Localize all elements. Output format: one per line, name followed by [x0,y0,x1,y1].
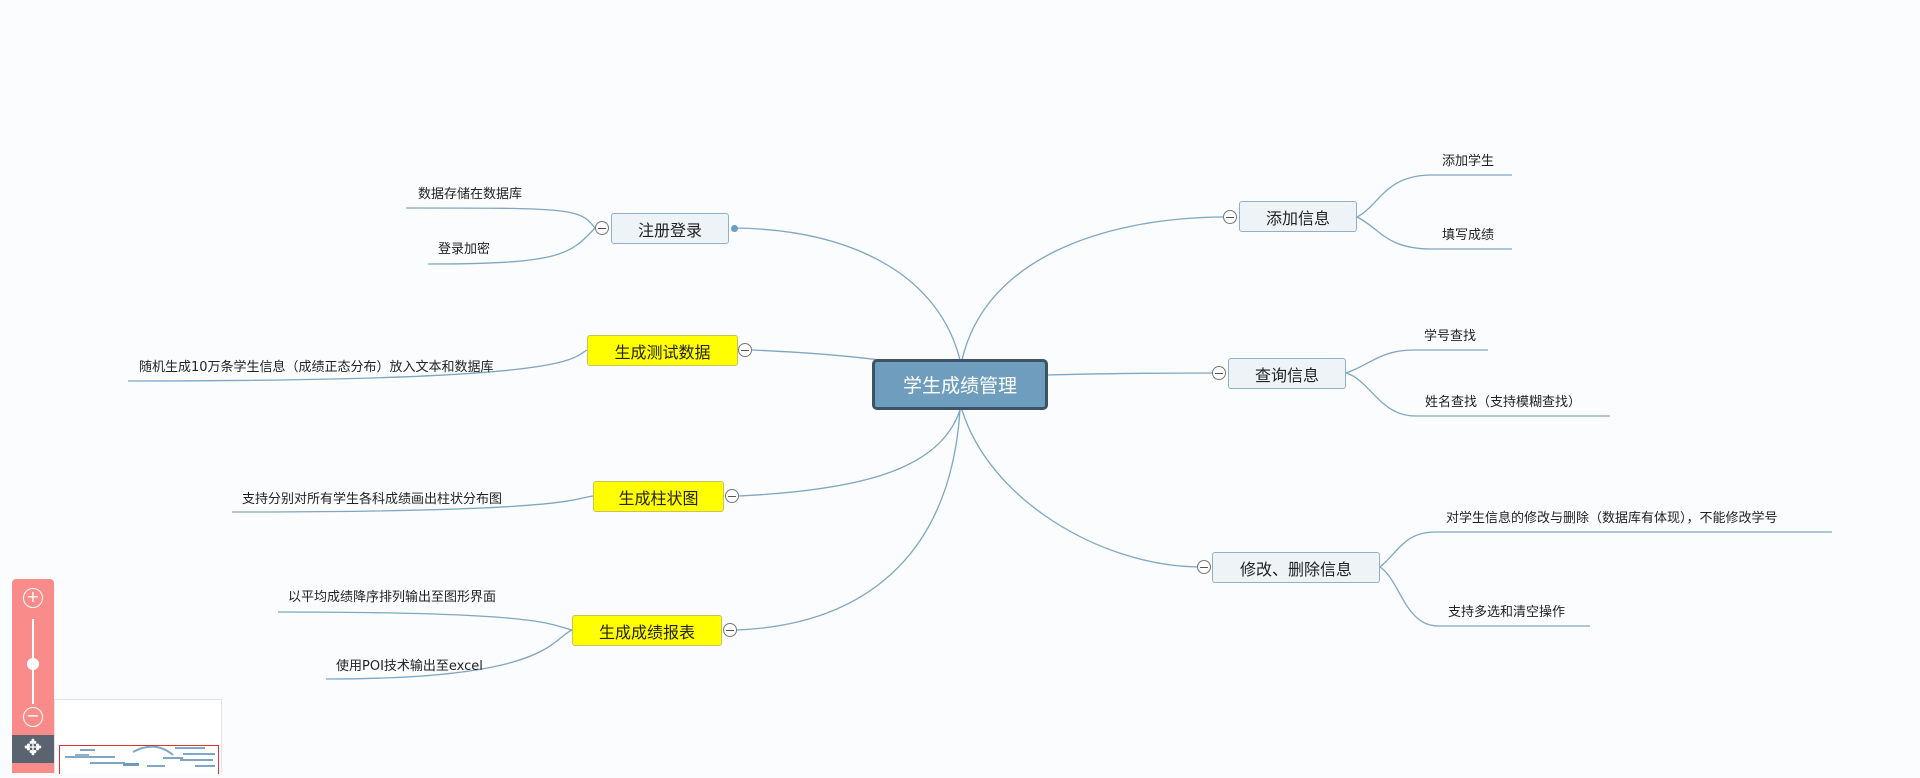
collapse-toggle-query-info[interactable] [1212,366,1226,380]
collapse-toggle-bar-chart[interactable] [725,489,739,503]
link-root-modify-delete [961,409,1198,568]
leaf-login-encryption[interactable]: 登录加密 [438,242,491,257]
link-addinfo-grades [1356,216,1512,250]
link-report-sort [277,611,573,631]
leaf-search-by-id[interactable]: 学号查找 [1424,329,1477,344]
branch-register-login[interactable]: 注册登录 [611,213,729,244]
plus-icon: + [26,587,40,606]
link-root-bar-chart [738,409,961,497]
zoom-slider-handle[interactable] [27,658,39,670]
link-root-add-info [961,216,1224,361]
collapse-toggle-modify-delete[interactable] [1197,560,1211,574]
collapse-toggle-report[interactable] [723,623,737,637]
leaf-random-generate-students[interactable]: 随机生成10万条学生信息（成绩正态分布）放入文本和数据库 [139,360,494,375]
branch-add-info[interactable]: 添加信息 [1239,201,1357,232]
link-barchart-leaf [231,495,594,513]
move-arrows-icon: ✥ [23,736,43,761]
pan-move-button[interactable]: ✥ [12,735,54,763]
link-root-report [736,409,961,631]
branch-generate-bar-chart[interactable]: 生成柱状图 [593,481,724,512]
leaf-multi-select-clear[interactable]: 支持多选和清空操作 [1448,605,1566,620]
link-report-excel [325,629,573,680]
link-modify-multiselect [1379,566,1590,627]
link-root-test-data [751,349,881,361]
link-root-register-login [734,227,961,361]
link-testdata-random [127,349,588,382]
branch-query-info[interactable]: 查询信息 [1228,358,1346,389]
link-root-query-info [1047,372,1213,376]
leaf-search-by-name[interactable]: 姓名查找（支持模糊查找） [1425,395,1582,410]
leaf-sort-by-average[interactable]: 以平均成绩降序排列输出至图形界面 [288,590,497,605]
minimap-viewport-frame[interactable] [59,745,219,774]
root-node[interactable]: 学生成绩管理 [872,359,1048,410]
leaf-store-in-database[interactable]: 数据存储在数据库 [418,187,523,202]
zoom-out-button[interactable]: − [23,707,43,727]
branch-generate-test-data[interactable]: 生成测试数据 [587,335,738,366]
collapse-toggle-register-login[interactable] [595,221,609,235]
minus-icon: − [26,706,40,725]
collapse-toggle-test-data[interactable] [738,343,752,357]
branch-modify-delete-info[interactable]: 修改、删除信息 [1212,552,1380,583]
connector-anchor-dot [731,225,738,232]
link-addinfo-student [1356,174,1512,218]
leaf-export-excel-poi[interactable]: 使用POI技术输出至excel [336,659,483,674]
collapse-toggle-add-info[interactable] [1223,210,1237,224]
leaf-bar-chart-per-subject[interactable]: 支持分别对所有学生各科成绩画出柱状分布图 [242,492,503,507]
branch-generate-report[interactable]: 生成成绩报表 [572,615,722,646]
leaf-modify-delete-student[interactable]: 对学生信息的修改与删除（数据库有体现），不能修改学号 [1446,511,1778,526]
leaf-add-student[interactable]: 添加学生 [1442,154,1495,169]
link-register-store [405,207,596,229]
link-query-id [1345,349,1488,374]
minimap[interactable] [54,699,222,774]
link-modify-delete [1379,531,1832,568]
link-query-name [1345,372,1610,417]
link-register-encrypt [427,227,596,265]
zoom-control: + − ✥ [12,579,54,773]
minimap-preview [65,745,215,767]
leaf-enter-grades[interactable]: 填写成绩 [1442,228,1495,243]
zoom-in-button[interactable]: + [23,588,43,608]
